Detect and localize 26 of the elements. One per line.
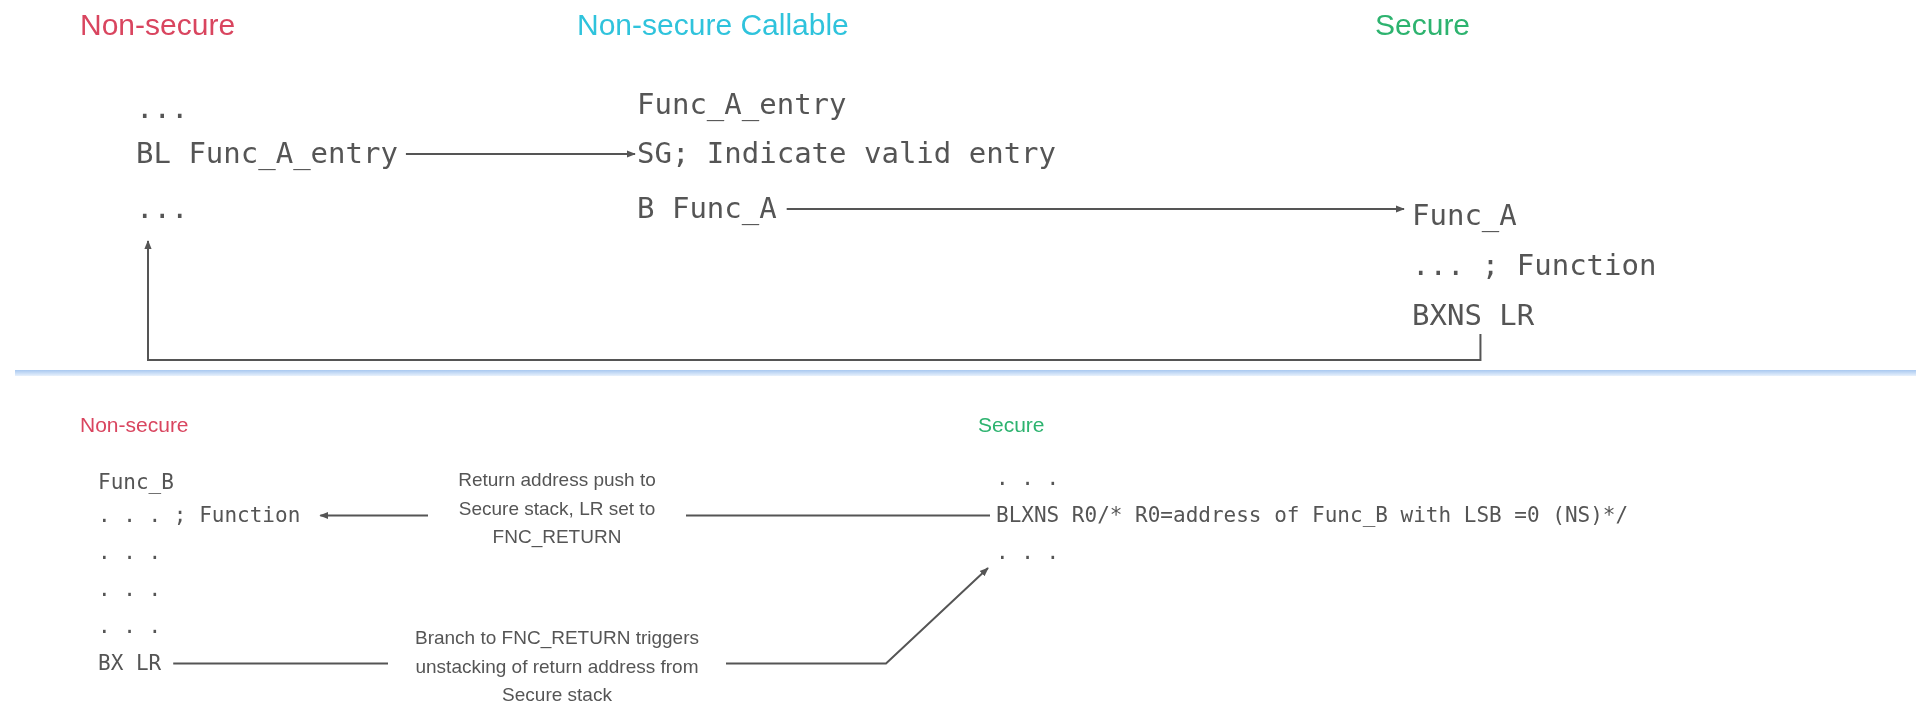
code-line: . . . xyxy=(996,467,1060,491)
code-line: Func_B xyxy=(98,471,174,495)
code-line: Func_A xyxy=(1412,200,1517,232)
arrow xyxy=(404,150,636,158)
section-heading: Non-secure xyxy=(80,8,236,41)
code-line: BX LR xyxy=(98,652,162,676)
code-line: BL Func_A_entry xyxy=(136,138,398,170)
code-line: ... xyxy=(136,193,189,225)
code-line: . . . ; Function xyxy=(98,504,301,528)
arrow xyxy=(785,205,1405,213)
section-heading: Secure xyxy=(1375,8,1471,41)
code-line: SG; Indicate valid entry xyxy=(637,138,1057,170)
arrow xyxy=(144,239,1482,361)
code-line: . . . xyxy=(996,541,1060,565)
code-line: ... ; Function xyxy=(1412,250,1657,282)
section-heading: Secure xyxy=(978,413,1045,437)
code-line: BLXNS R0/* R0=address of Func_B with LSB =0 (NS)*/ xyxy=(996,504,1629,528)
code-line: Func_A_entry xyxy=(637,89,847,121)
code-line: BXNS LR xyxy=(1412,300,1535,332)
section-heading: Non-secure Callable xyxy=(577,8,849,41)
code-line: . . . xyxy=(98,615,162,639)
code-line: ... xyxy=(136,93,189,125)
code-line: B Func_A xyxy=(637,193,777,225)
section-heading: Non-secure xyxy=(80,413,189,437)
code-line: . . . xyxy=(98,578,162,602)
code-line: . . . xyxy=(98,541,162,565)
